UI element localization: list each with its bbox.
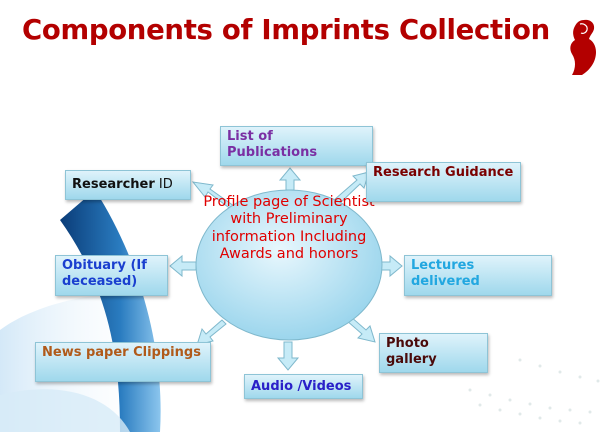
node-audio-videos: Audio /Videos: [244, 374, 363, 399]
node-researcher-id-bold: Researcher: [72, 177, 155, 192]
node-list-of-publications: List of Publications: [220, 126, 373, 166]
node-lectures-delivered-label: Lectures delivered: [411, 258, 480, 289]
background-dots: [468, 358, 600, 425]
node-obituary-label: Obituary (If deceased): [62, 258, 147, 289]
node-research-guidance: Research Guidance: [366, 162, 521, 202]
node-photo-gallery-label: Photo gallery: [386, 336, 437, 367]
center-profile-text: Profile page of Scientist with Prelimina…: [203, 194, 375, 262]
arrow-to-researcher-id: [191, 181, 235, 211]
arrow-to-publications: [278, 167, 302, 191]
node-lectures-delivered: Lectures delivered: [404, 255, 552, 296]
node-news-paper-clippings-label: News paper Clippings: [42, 345, 201, 360]
node-obituary: Obituary (If deceased): [55, 255, 168, 296]
background-swoosh-bottom: [0, 389, 130, 432]
arrow-to-audio-videos: [276, 341, 300, 371]
arrow-to-obituary: [169, 254, 197, 278]
node-list-of-publications-label: List of Publications: [227, 129, 318, 160]
node-audio-videos-label: Audio /Videos: [251, 379, 352, 394]
node-news-paper-clippings: News paper Clippings: [35, 342, 211, 382]
scientist-silhouette-logo: [570, 19, 596, 76]
node-researcher-id: Researcher ID: [65, 170, 191, 200]
center-ellipse: [195, 189, 383, 341]
node-researcher-id-normal: ID: [154, 177, 173, 192]
node-research-guidance-label: Research Guidance: [373, 165, 514, 180]
slide-title: Components of Imprints Collection: [22, 14, 550, 46]
node-photo-gallery: Photo gallery: [379, 333, 488, 373]
